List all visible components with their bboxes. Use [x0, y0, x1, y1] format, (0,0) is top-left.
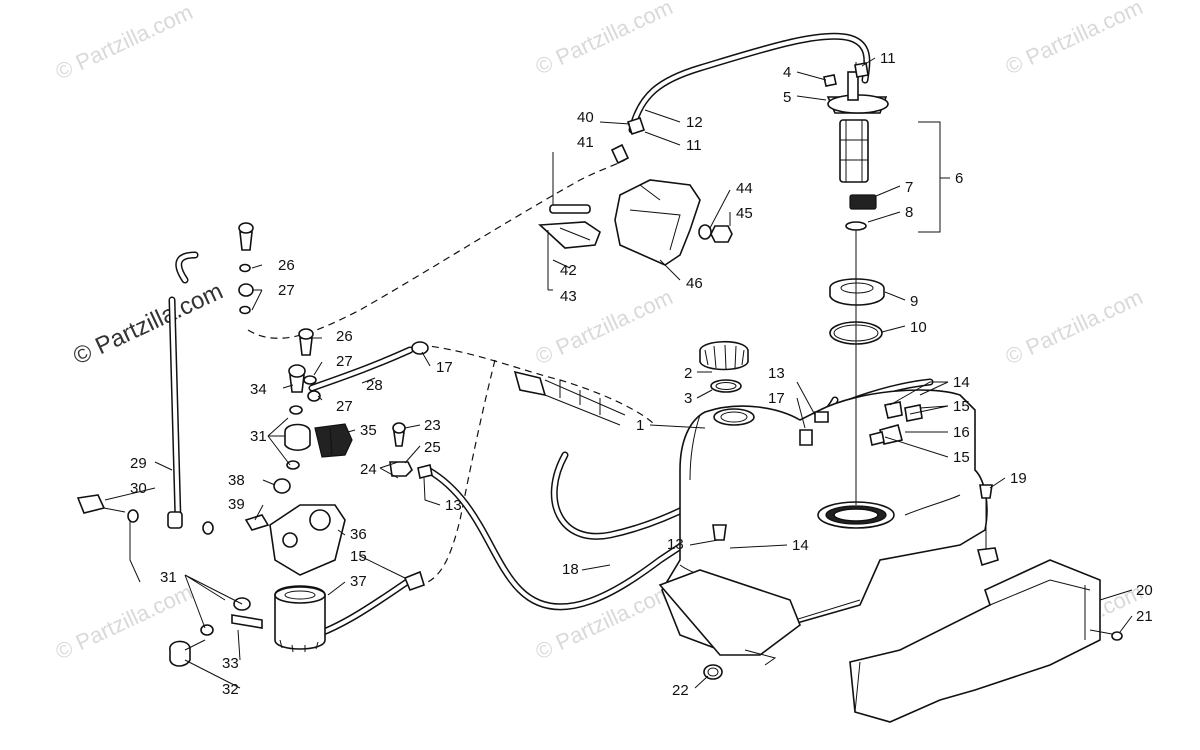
heat-shield — [849, 559, 1101, 723]
part-label: 21 — [1136, 608, 1153, 625]
part-label: 38 — [228, 472, 245, 489]
part-label: 16 — [953, 424, 970, 441]
part-labels: 1 2 3 4 5 6 7 8 9 10 11 11 12 13 13 13 1… — [130, 50, 1153, 699]
part-label: 8 — [905, 204, 913, 221]
part-label: 35 — [360, 422, 377, 439]
part-label: 6 — [955, 170, 963, 187]
part-label: 20 — [1136, 582, 1153, 599]
part-label: 25 — [424, 439, 441, 456]
part-label: 15 — [953, 398, 970, 415]
part-label: 13 — [768, 365, 785, 382]
part-label: 4 — [783, 64, 791, 81]
part-label: 43 — [560, 288, 577, 305]
part-label: 19 — [1010, 470, 1027, 487]
part-label: 15 — [953, 449, 970, 466]
fuel-tank — [658, 389, 988, 666]
part-label: 34 — [250, 381, 267, 398]
pump-bracket — [538, 143, 733, 266]
part-label: 46 — [686, 275, 703, 292]
part-label: 28 — [366, 377, 383, 394]
part-label: 40 — [577, 109, 594, 126]
pump-connector — [849, 194, 877, 210]
watermark: © Partzilla.com — [532, 284, 677, 369]
fittings — [389, 62, 1123, 680]
part-label: 24 — [360, 461, 377, 478]
part-label: 5 — [783, 89, 791, 106]
part-label: 44 — [736, 180, 753, 197]
part-label: 1 — [636, 417, 644, 434]
part-label: 30 — [130, 480, 147, 497]
part-label: 18 — [562, 561, 579, 578]
part-label: 15 — [350, 548, 367, 565]
watermark: © Partzilla.com — [69, 278, 227, 371]
part-label: 27 — [336, 353, 353, 370]
watermark: © Partzilla.com — [532, 0, 677, 80]
part-label: 42 — [560, 262, 577, 279]
part-label: 17 — [768, 390, 785, 407]
part-label: 17 — [436, 359, 453, 376]
part-label: 39 — [228, 496, 245, 513]
part-label: 26 — [278, 257, 295, 274]
part-label: 32 — [222, 681, 239, 698]
part-label: 45 — [736, 205, 753, 222]
part-label: 31 — [160, 569, 177, 586]
part-label: 9 — [910, 293, 918, 310]
part-label: 41 — [577, 134, 594, 151]
part-label: 14 — [792, 537, 809, 554]
part-label: 12 — [686, 114, 703, 131]
part-label: 31 — [250, 428, 267, 445]
part-label: 2 — [684, 365, 692, 382]
part-label: 27 — [278, 282, 295, 299]
part-label: 27 — [336, 398, 353, 415]
part-label: 37 — [350, 573, 367, 590]
fuel-filter-assembly — [76, 494, 346, 667]
part-label: 23 — [424, 417, 441, 434]
watermark: © Partzilla.com — [1002, 0, 1147, 80]
part-label: 7 — [905, 179, 913, 196]
part-label: 14 — [953, 374, 970, 391]
part-label: 11 — [686, 137, 702, 154]
part-label: 22 — [672, 682, 689, 699]
part-label: 29 — [130, 455, 147, 472]
fuel-cap — [699, 340, 749, 393]
fuel-pump-assembly — [826, 62, 889, 505]
tank-filler-neck — [713, 408, 755, 426]
part-label: 36 — [350, 526, 367, 543]
leader-lines — [104, 57, 1133, 689]
watermark: © Partzilla.com — [1002, 284, 1147, 369]
part-label: 33 — [222, 655, 239, 672]
watermark: © Partzilla.com — [52, 0, 197, 85]
part-label: 26 — [336, 328, 353, 345]
part-label: 10 — [910, 319, 927, 336]
part-label: 11 — [880, 50, 896, 67]
part-label: 13 — [667, 536, 684, 553]
part-label: 13 — [445, 497, 462, 514]
sensor-assembly — [238, 222, 353, 531]
part-label: 3 — [684, 390, 692, 407]
